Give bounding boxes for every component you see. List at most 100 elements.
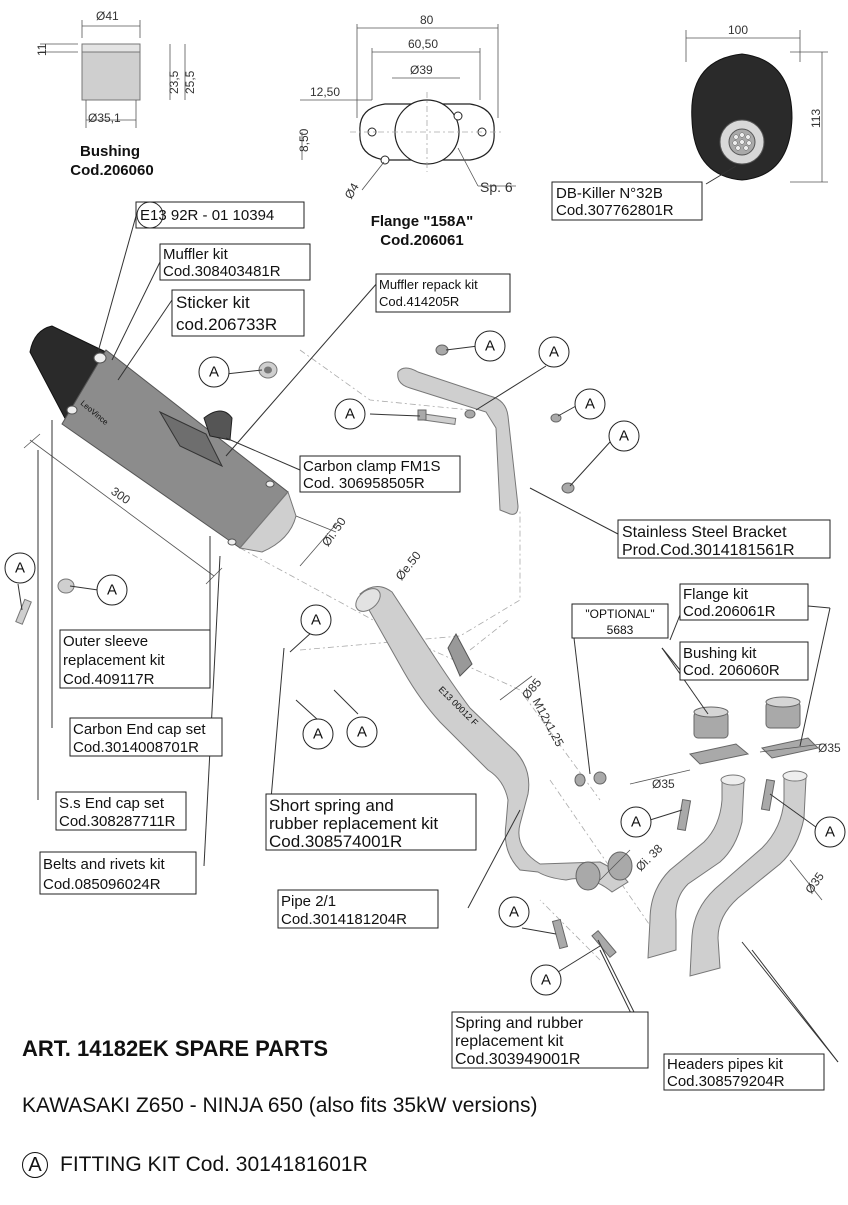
bushing-dim-235: 23,5 [167, 70, 181, 94]
belts-name: Belts and rivets kit [43, 856, 166, 873]
bushing-dim-11: 11 [35, 43, 49, 56]
svg-text:A: A [541, 972, 551, 989]
marker-a: A [474, 330, 506, 362]
optional-name: "OPTIONAL" [585, 607, 654, 621]
svg-text:A: A [311, 612, 321, 629]
marker-a: A [302, 718, 334, 750]
spare-parts-title: ART. 14182EK SPARE PARTS [22, 1036, 329, 1061]
carbon-clamp-name: Carbon clamp FM1S [303, 458, 441, 475]
pipe21-code: Cod.3014181204R [281, 911, 407, 928]
svg-text:A: A [357, 724, 367, 741]
marker-a: A [538, 336, 570, 368]
fitting-kit-code: FITTING KIT Cod. 3014181601R [60, 1153, 368, 1176]
bracket-name: Stainless Steel Bracket [622, 524, 787, 541]
dbkiller-dim-113: 113 [809, 109, 823, 128]
outer-sleeve-name2: replacement kit [63, 652, 166, 669]
bushing-code: Cod.206060 [70, 162, 153, 179]
marker-a: A [498, 896, 530, 928]
label-pipe21: Pipe 2/1 Cod.3014181204R [277, 889, 439, 929]
svg-text:A: A [619, 428, 629, 445]
muffler-kit-code: Cod.308403481R [163, 263, 281, 280]
fitting-kit-marker: A [22, 1152, 48, 1178]
dbkiller-code: Cod.307762801R [556, 202, 674, 219]
flange-title: Flange "158A" [371, 213, 474, 230]
label-belts: Belts and rivets kit Cod.085096024R [39, 851, 197, 895]
marker-a: A [198, 356, 230, 388]
ss-endcap-code: Cod.308287711R [59, 813, 176, 830]
label-flange-kit: Flange kit Cod.206061R [679, 583, 809, 621]
label-homologation: E13 92R - 01 10394 [135, 201, 305, 229]
marker-a: A [334, 398, 366, 430]
svg-text:A: A [209, 364, 219, 381]
model-line: KAWASAKI Z650 - NINJA 650 (also fits 35k… [22, 1094, 538, 1117]
label-carbon-clamp: Carbon clamp FM1S Cod. 306958505R [299, 455, 461, 493]
short-spring-name2: rubber replacement kit [269, 814, 438, 833]
flange-dim-39: Ø39 [410, 63, 433, 77]
flange-drawing: 80 60,50 Ø39 12,50 8,50 Ø4 Sp. 6 Flange … [297, 13, 516, 249]
muffler-length: 300 [108, 484, 133, 507]
headers-code: Cod.308579204R [667, 1073, 785, 1090]
sticker-kit-name: Sticker kit [176, 293, 250, 312]
svg-text:A: A [313, 726, 323, 743]
label-bracket: Stainless Steel Bracket Prod.Cod.3014181… [617, 519, 831, 559]
svg-text:A: A [825, 824, 835, 841]
label-optional: "OPTIONAL" 5683 [571, 603, 669, 639]
repack-kit-name: Muffler repack kit [379, 277, 478, 292]
marker-a: A [4, 552, 36, 584]
muffler-drawing: LeoVince 300 Øi. 50 [23, 325, 349, 585]
label-spring-rubber: Spring and rubber replacement kit Cod.30… [451, 1011, 649, 1069]
bushing-dim-od: Ø41 [96, 9, 119, 23]
label-ss-endcap: S.s End cap set Cod.308287711R [55, 791, 187, 831]
muffler-inlet-di: Øi. 50 [319, 514, 349, 549]
flange-thickness: Sp. 6 [480, 179, 513, 195]
svg-text:A: A [107, 582, 117, 599]
carbon-endcap-name: Carbon End cap set [73, 721, 206, 738]
dbkiller-title: DB-Killer N°32B [556, 185, 663, 202]
label-repack-kit: Muffler repack kit Cod.414205R [375, 273, 511, 313]
label-short-spring: Short spring and rubber replacement kit … [265, 793, 477, 851]
bushing-dim-id: Ø35,1 [88, 111, 121, 125]
carbon-endcap-code: Cod.3014008701R [73, 739, 199, 756]
fitting-markers: A A A A A A A A A A A A A A A [4, 330, 846, 996]
marker-a: A [530, 964, 562, 996]
svg-text:A: A [15, 560, 25, 577]
svg-text:A: A [549, 344, 559, 361]
flange-dim-850: 8,50 [297, 128, 311, 152]
short-spring-name1: Short spring and [269, 796, 394, 815]
pipe-m12: M12x1,25 [530, 696, 567, 749]
svg-text:A: A [585, 396, 595, 413]
bushing-kit-code: Cod. 206060R [683, 662, 780, 679]
label-sticker-kit: Sticker kit cod.206733R [171, 289, 305, 337]
marker-a: A [608, 420, 640, 452]
svg-text:A: A [509, 904, 519, 921]
outer-sleeve-code: Cod.409117R [63, 671, 155, 688]
svg-text:A: A [345, 406, 355, 423]
svg-text:A: A [485, 338, 495, 355]
muffler-kit-name: Muffler kit [163, 246, 229, 263]
homologation-text: E13 92R - 01 10394 [140, 207, 274, 224]
flange-dim-6050: 60,50 [408, 37, 438, 51]
bracket-code: Prod.Cod.3014181561R [622, 542, 795, 559]
spring-rubber-name2: replacement kit [455, 1033, 564, 1050]
headers-name: Headers pipes kit [667, 1056, 784, 1073]
headers-drawing: Ø35 Ø35 Ø35 [551, 696, 841, 977]
bushing-dim-255: 25,5 [183, 70, 197, 94]
carbon-clamp-code: Cod. 306958505R [303, 475, 425, 492]
short-spring-code: Cod.308574001R [269, 832, 402, 851]
flange-dim-80: 80 [420, 13, 434, 27]
spring-rubber-name1: Spring and rubber [455, 1015, 584, 1032]
header-d35-c: Ø35 [802, 869, 827, 896]
label-bushing-kit: Bushing kit Cod. 206060R [679, 641, 809, 681]
marker-a: A [346, 716, 378, 748]
label-muffler-kit: Muffler kit Cod.308403481R [159, 243, 311, 281]
sticker-kit-code: cod.206733R [176, 315, 277, 334]
header-d35-b: Ø35 [818, 741, 841, 755]
flange-dim-4: Ø4 [342, 180, 362, 201]
flange-kit-code: Cod.206061R [683, 603, 776, 620]
bushing-kit-name: Bushing kit [683, 645, 757, 662]
bracket-drawing [15, 344, 575, 625]
pipe21-name: Pipe 2/1 [281, 893, 336, 910]
svg-text:A: A [631, 814, 641, 831]
bushing-drawing: Ø41 11 23,5 25,5 Ø35,1 Bushing Cod.20606… [35, 9, 197, 179]
